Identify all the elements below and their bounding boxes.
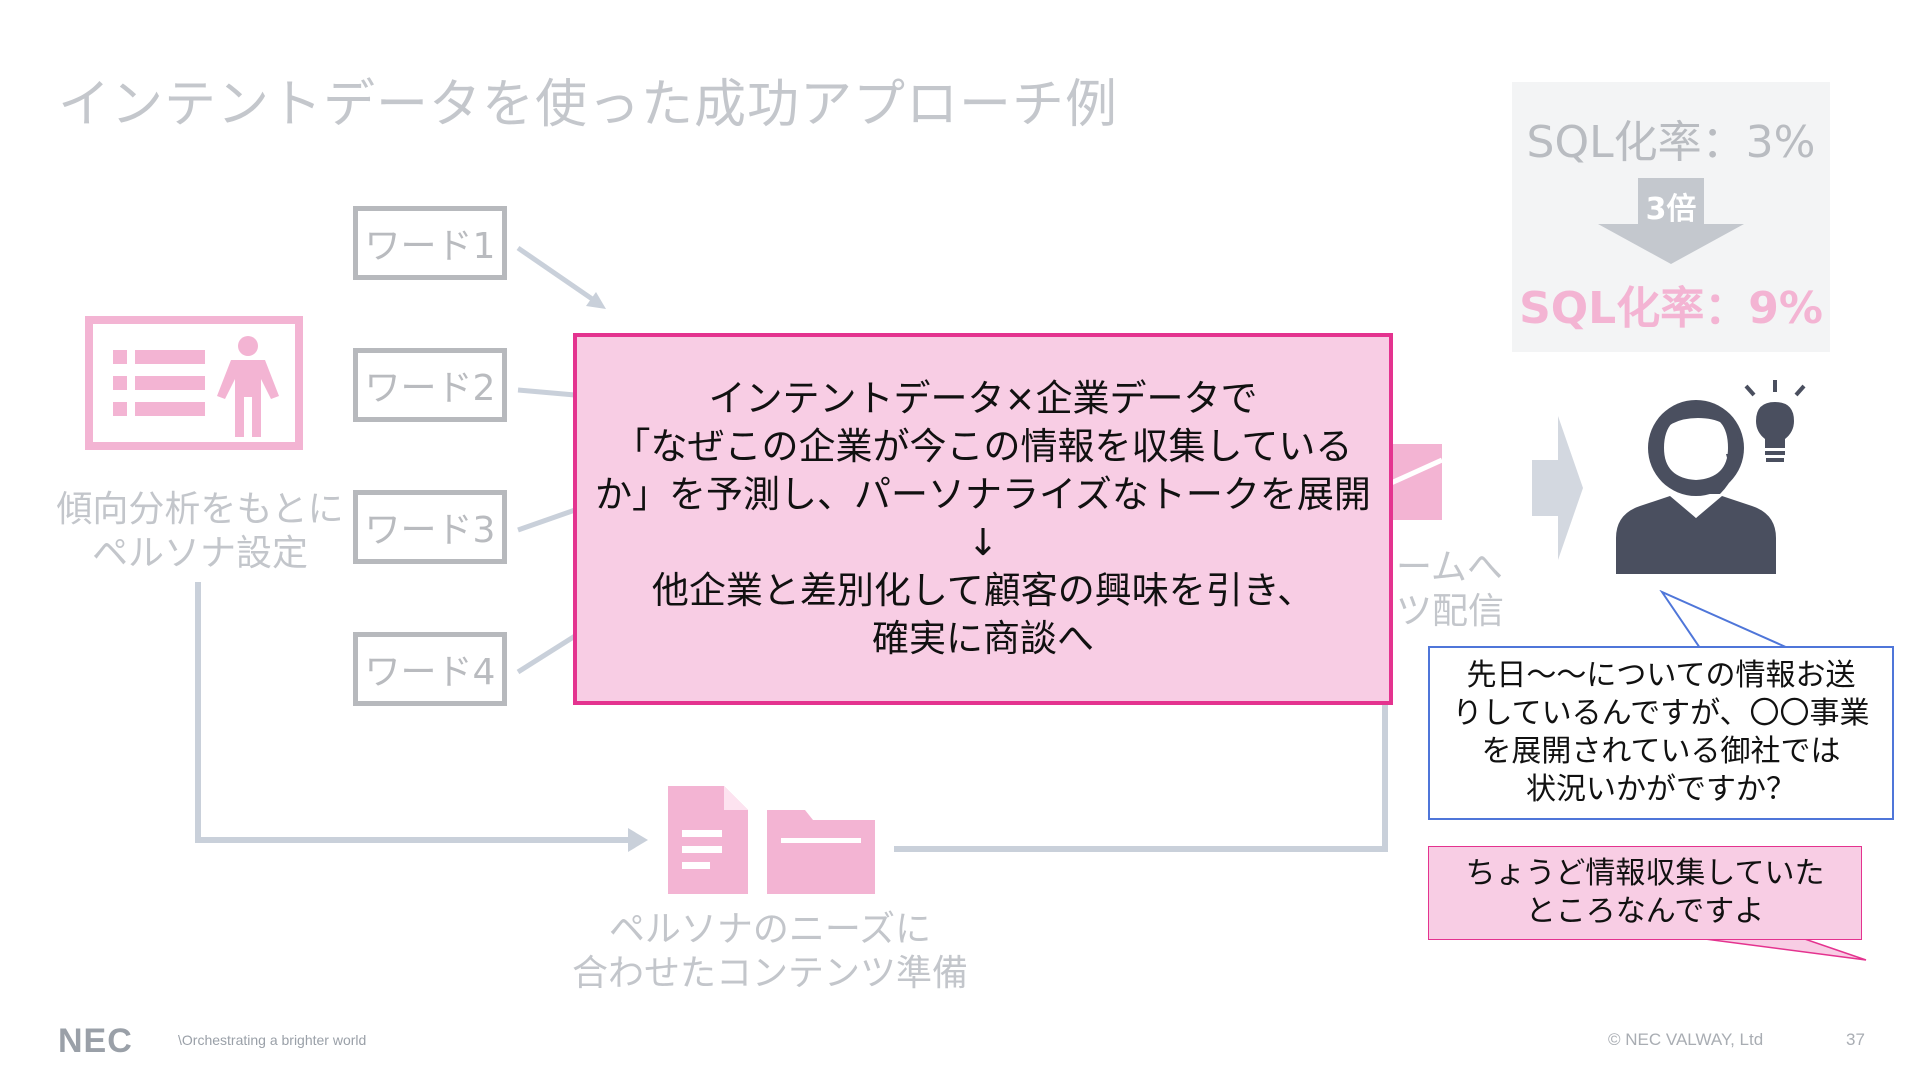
sales-speech-line: りしているんですが、〇〇事業: [1452, 696, 1870, 731]
persona-caption: 傾向分析をもとに ペルソナ設定: [50, 488, 350, 576]
lightbulb-icon: [1744, 380, 1806, 462]
hidden-caption-line: ームへ: [1396, 547, 1503, 588]
word-box-1: ワード1: [353, 206, 507, 280]
arrow-down-icon: [1598, 178, 1744, 264]
persona-caption-line: ペルソナ設定: [91, 533, 308, 574]
main-message-arrow: ↓: [967, 521, 999, 564]
customer-speech-line: ちょうど情報収集していた: [1465, 856, 1825, 891]
sql-rate-panel: SQL化率：3% 3倍 SQL化率：9%: [1512, 82, 1830, 352]
word-box-2: ワード2: [353, 348, 507, 422]
word-box-3: ワード3: [353, 490, 507, 564]
hidden-caption: ームへ ツ配信: [1396, 546, 1504, 634]
main-message-line: インテントデータ×企業データで: [708, 377, 1258, 420]
sales-speech-bubble: 先日～～についての情報お送 りしているんですが、〇〇事業 を展開されている御社で…: [1428, 646, 1894, 820]
page-number: 37: [1846, 1030, 1865, 1049]
main-message-line: か」を予測し、パーソナライズなトークを展開: [595, 473, 1371, 516]
hidden-caption-line: ツ配信: [1396, 591, 1505, 632]
sql-rate-after: SQL化率：9%: [1519, 283, 1823, 334]
document-icon: [668, 786, 748, 894]
folder-icon: [767, 810, 875, 894]
persona-caption-line: 傾向分析をもとに: [56, 489, 344, 530]
content-caption: ペルソナのニーズに 合わせたコンテンツ準備: [560, 908, 980, 996]
content-caption-line: ペルソナのニーズに: [608, 909, 932, 950]
sql-rate-before: SQL化率：3%: [1526, 117, 1816, 168]
nec-logo: NEC: [58, 1022, 133, 1060]
page-title: インテントデータを使った成功アプローチ例: [58, 75, 1119, 135]
footer-tagline: \Orchestrating a brighter world: [178, 1032, 367, 1048]
sales-speech-line: を展開されている御社では: [1481, 734, 1841, 769]
main-message-line: 確実に商談へ: [872, 617, 1094, 660]
bubble1-tail: [1659, 590, 1789, 650]
operator-icon: [1616, 400, 1776, 574]
persona-card-icon: [85, 316, 303, 450]
customer-speech-bubble: ちょうど情報収集していた ところなんですよ: [1428, 846, 1862, 940]
sales-speech-line: 状況いかがですか？: [1526, 772, 1796, 807]
main-message-line: 「なぜこの企業が今この情報を収集している: [613, 425, 1353, 468]
footer-copyright: © NEC VALWAY, Ltd: [1608, 1030, 1764, 1049]
customer-speech-line: ところなんですよ: [1525, 894, 1765, 929]
main-message-box: インテントデータ×企業データで 「なぜこの企業が今この情報を収集している か」を…: [573, 333, 1393, 705]
sales-speech-line: 先日～～についての情報お送: [1466, 658, 1856, 693]
multiplier-badge: 3倍: [1645, 192, 1697, 227]
word-box-4: ワード4: [353, 632, 507, 706]
main-message-line: 他企業と差別化して顧客の興味を引き、: [651, 569, 1315, 612]
content-caption-line: 合わせたコンテンツ準備: [571, 953, 968, 994]
